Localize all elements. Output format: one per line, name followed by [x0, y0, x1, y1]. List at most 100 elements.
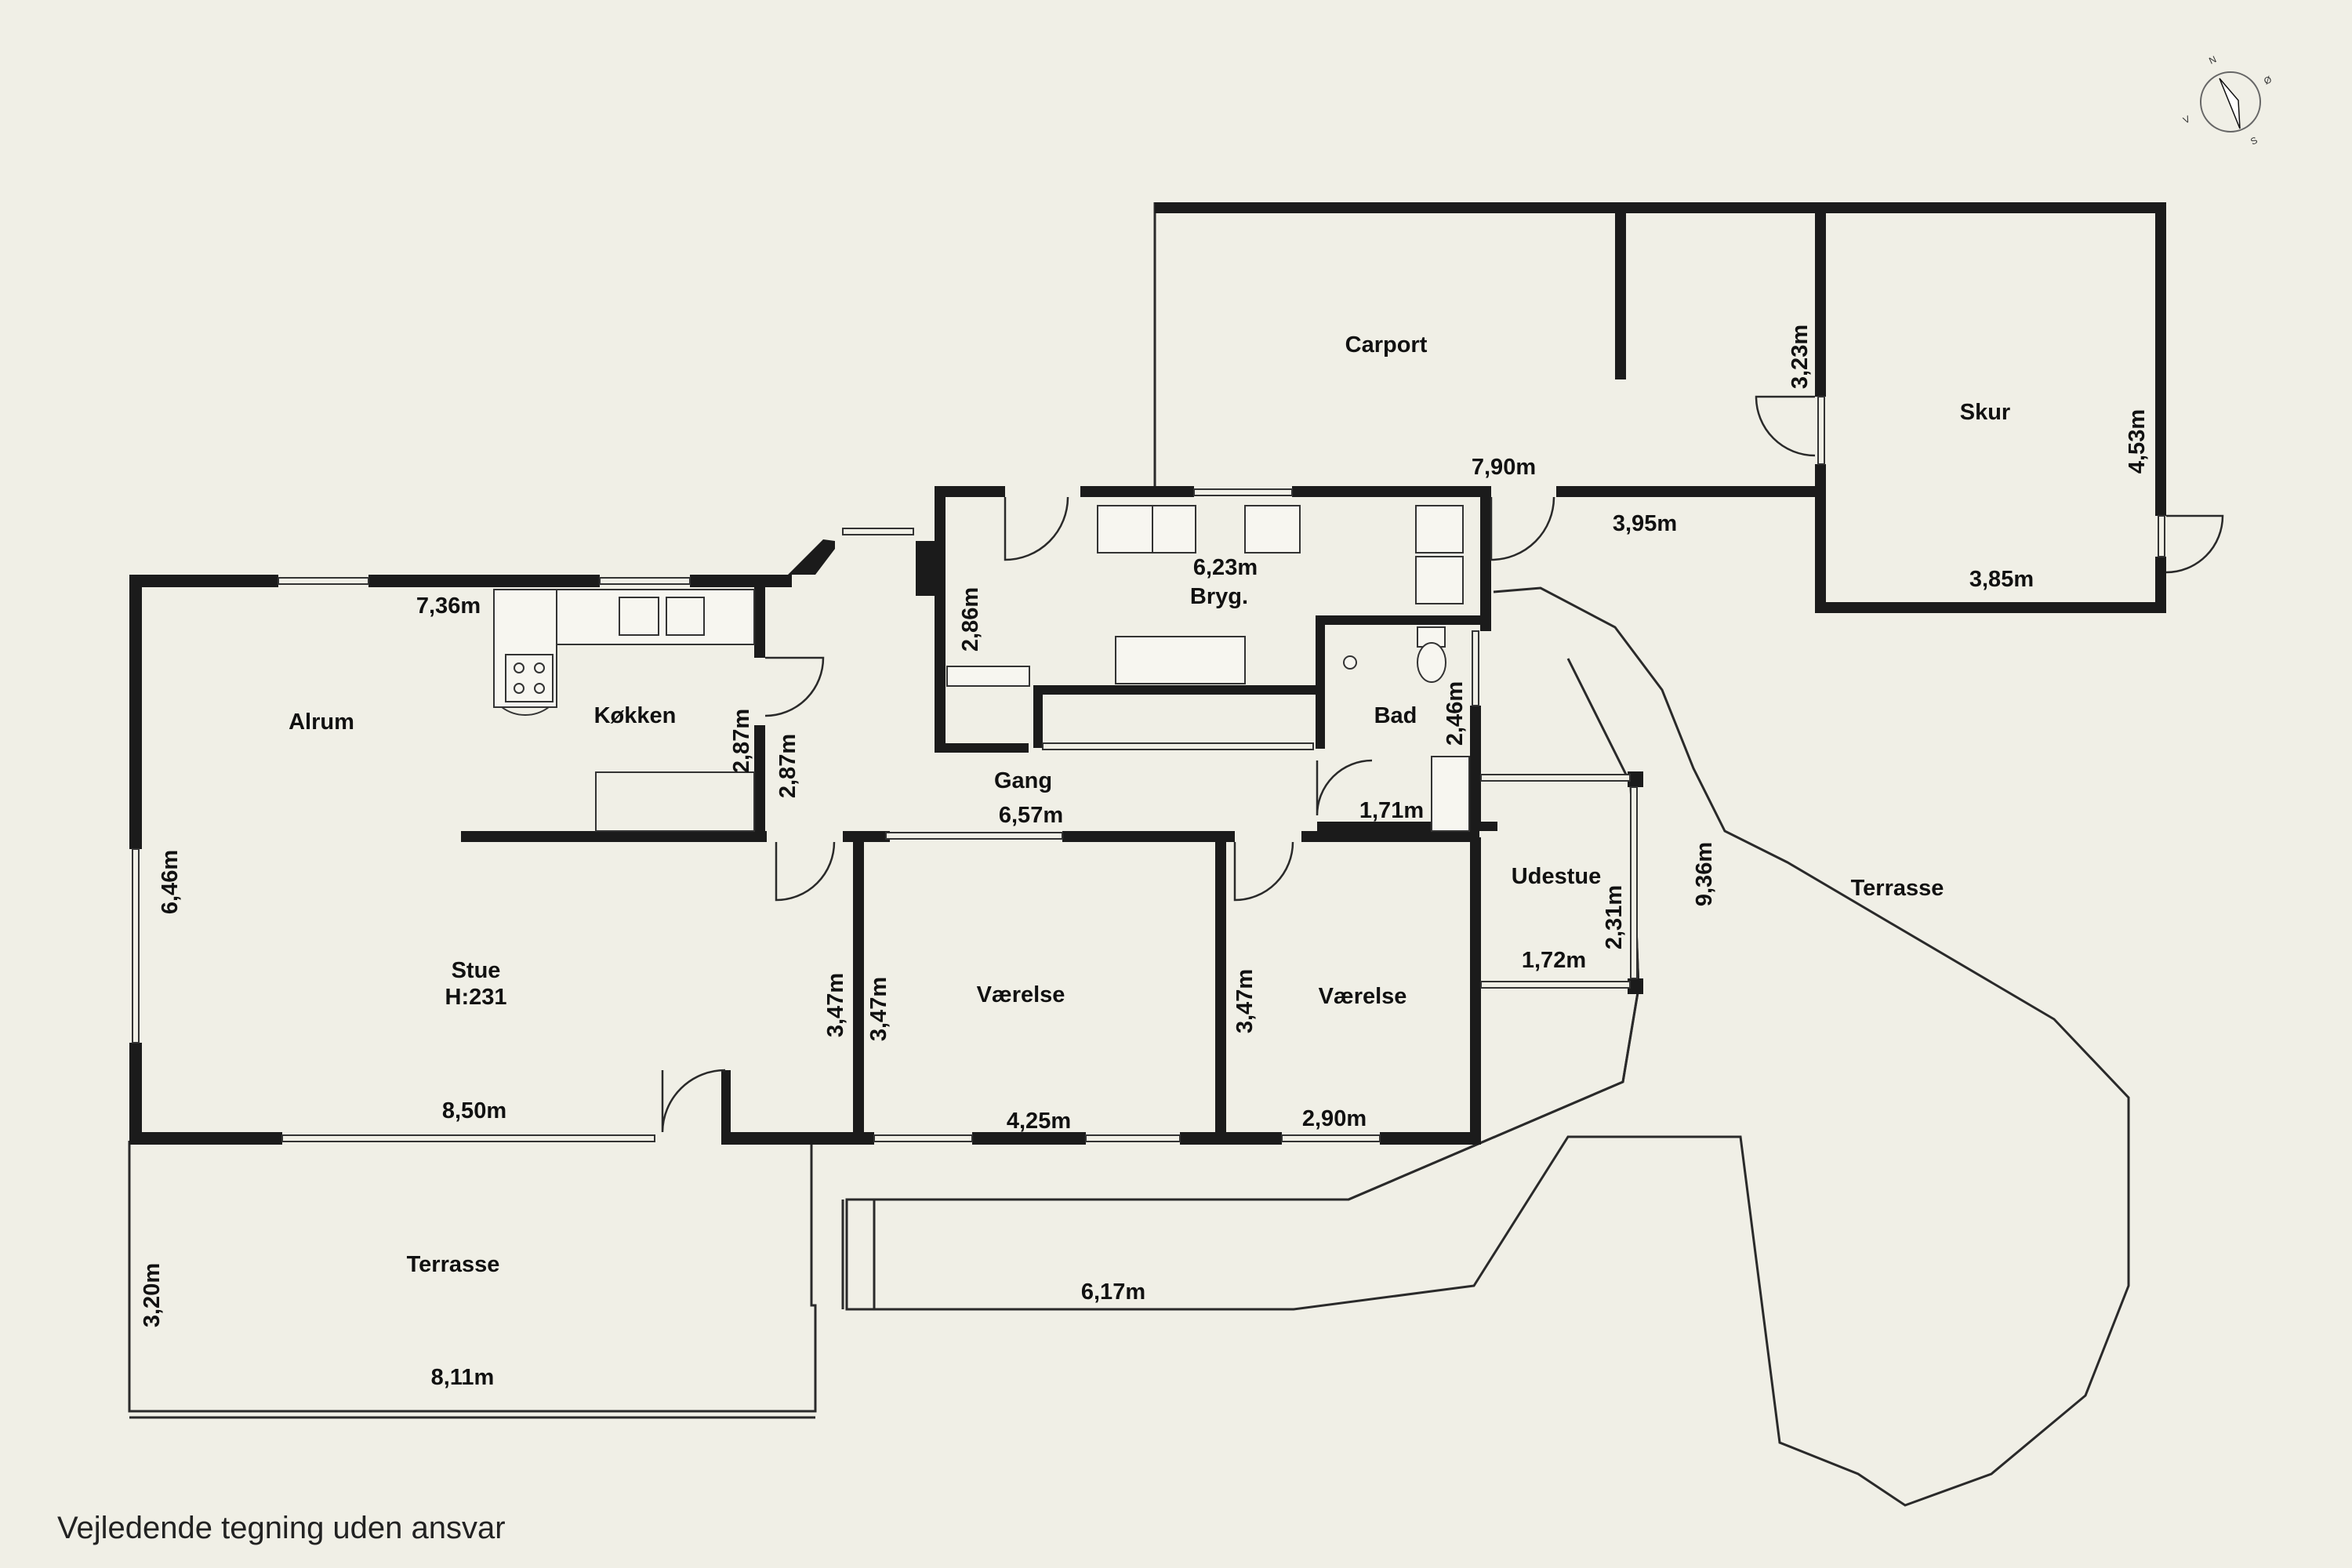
room-label-gang: Gang — [994, 768, 1052, 793]
washer-icon — [1244, 505, 1301, 554]
dim-stue-width: 8,50m — [442, 1098, 506, 1123]
wall — [916, 541, 944, 596]
door — [775, 841, 836, 902]
wall — [754, 725, 765, 837]
wall — [129, 1043, 142, 1145]
wall — [1301, 831, 1472, 842]
wall — [1556, 486, 1826, 497]
door — [2165, 514, 2224, 574]
wall — [721, 1070, 731, 1145]
window — [1817, 396, 1825, 465]
wall — [1815, 202, 1826, 397]
wall — [853, 837, 864, 1145]
room-label-carport: Carport — [1345, 332, 1428, 358]
fixtures — [493, 505, 1470, 832]
wall — [129, 1132, 282, 1145]
dim-alrum-height: 6,46m — [158, 850, 183, 914]
wall — [1316, 615, 1325, 749]
utility-bench — [1115, 636, 1246, 684]
right-terrace-outline — [845, 586, 2130, 1507]
compass-east: Ø — [2262, 74, 2273, 87]
dim-udestue-height: 2,31m — [1602, 885, 1627, 949]
washer-icon — [1415, 556, 1464, 604]
room-label-bad: Bad — [1374, 703, 1417, 728]
dim-bryg-height: 2,86m — [958, 587, 983, 652]
compass-needle-icon — [2219, 78, 2241, 129]
window — [1193, 488, 1293, 496]
door — [1755, 395, 1816, 457]
wall — [1062, 831, 1235, 842]
window — [873, 1134, 973, 1142]
dim-bad-height: 2,46m — [1443, 681, 1468, 746]
compass: N Ø S V — [2181, 53, 2273, 147]
wall — [725, 1132, 874, 1145]
window — [278, 577, 369, 585]
compass-ring — [2200, 71, 2261, 132]
window — [1472, 630, 1479, 706]
wall — [461, 831, 767, 842]
wall — [1815, 602, 2166, 613]
dimension-labels: 7,90m 3,95m 3,23m 4,53m 3,85m 6,23m 2,86… — [140, 325, 2150, 1390]
dishwasher-icon — [666, 597, 705, 636]
dim-terrasse-width: 8,11m — [431, 1365, 495, 1390]
door — [661, 1069, 726, 1133]
wall — [935, 486, 1005, 497]
shower-icon — [1343, 655, 1357, 670]
room-labels: Carport Skur Bryg. Alrum Køkken Bad Gang… — [289, 332, 2010, 1277]
room-label-terrasse-bottom: Terrasse — [407, 1252, 500, 1277]
compass-west: V — [2181, 114, 2191, 126]
wall — [935, 743, 1029, 753]
dim-vaerelse2-height: 3,47m — [1232, 969, 1258, 1033]
room-label-stue-height: H:231 — [445, 985, 507, 1010]
burner — [514, 662, 524, 673]
bath-sink-icon — [1431, 756, 1470, 832]
wall — [2155, 202, 2166, 516]
wall — [1615, 213, 1626, 379]
room-label-udestue: Udestue — [1512, 864, 1601, 889]
utility-cabinet — [1152, 505, 1196, 554]
post — [1628, 978, 1643, 994]
dim-vaerelse1-height-a: 3,47m — [823, 973, 848, 1037]
wall — [1215, 837, 1226, 1145]
wall — [1470, 837, 1481, 1145]
window — [1042, 742, 1314, 750]
toilet-tank — [1417, 626, 1446, 648]
dim-vaerelse1-width: 4,25m — [1007, 1109, 1071, 1134]
window — [2158, 515, 2165, 557]
utility-sink-icon — [1097, 505, 1153, 554]
burner — [534, 662, 545, 673]
window — [842, 528, 914, 535]
wall — [368, 575, 600, 587]
wall — [754, 587, 765, 658]
door — [501, 706, 550, 716]
wall — [1033, 685, 1043, 748]
wall — [1480, 486, 1491, 631]
room-label-vaerelse-1: Værelse — [977, 982, 1065, 1007]
wall — [788, 539, 835, 575]
post — [1628, 771, 1643, 787]
dim-gang-width: 6,57m — [999, 803, 1063, 828]
door — [1490, 496, 1555, 561]
door — [1233, 841, 1294, 902]
walls — [129, 202, 2166, 1145]
room-label-terrasse-right: Terrasse — [1851, 876, 1944, 901]
dim-terrasse-height: 3,20m — [140, 1263, 165, 1327]
burner — [514, 683, 524, 694]
wall — [1380, 1132, 1481, 1145]
wall — [935, 486, 946, 753]
wall — [2155, 557, 2166, 612]
dim-carport-inner: 3,95m — [1613, 511, 1677, 536]
dim-kokken-height-1: 2,87m — [729, 709, 754, 773]
window — [1281, 1134, 1381, 1142]
window — [132, 848, 140, 1044]
wall — [129, 575, 278, 587]
room-label-bryg: Bryg. — [1190, 584, 1248, 609]
window — [599, 577, 691, 585]
room-label-vaerelse-2: Værelse — [1319, 984, 1407, 1009]
wall — [1080, 486, 1194, 497]
door — [1004, 496, 1069, 561]
outdoor-outlines — [128, 202, 2130, 1507]
wall — [690, 575, 792, 587]
